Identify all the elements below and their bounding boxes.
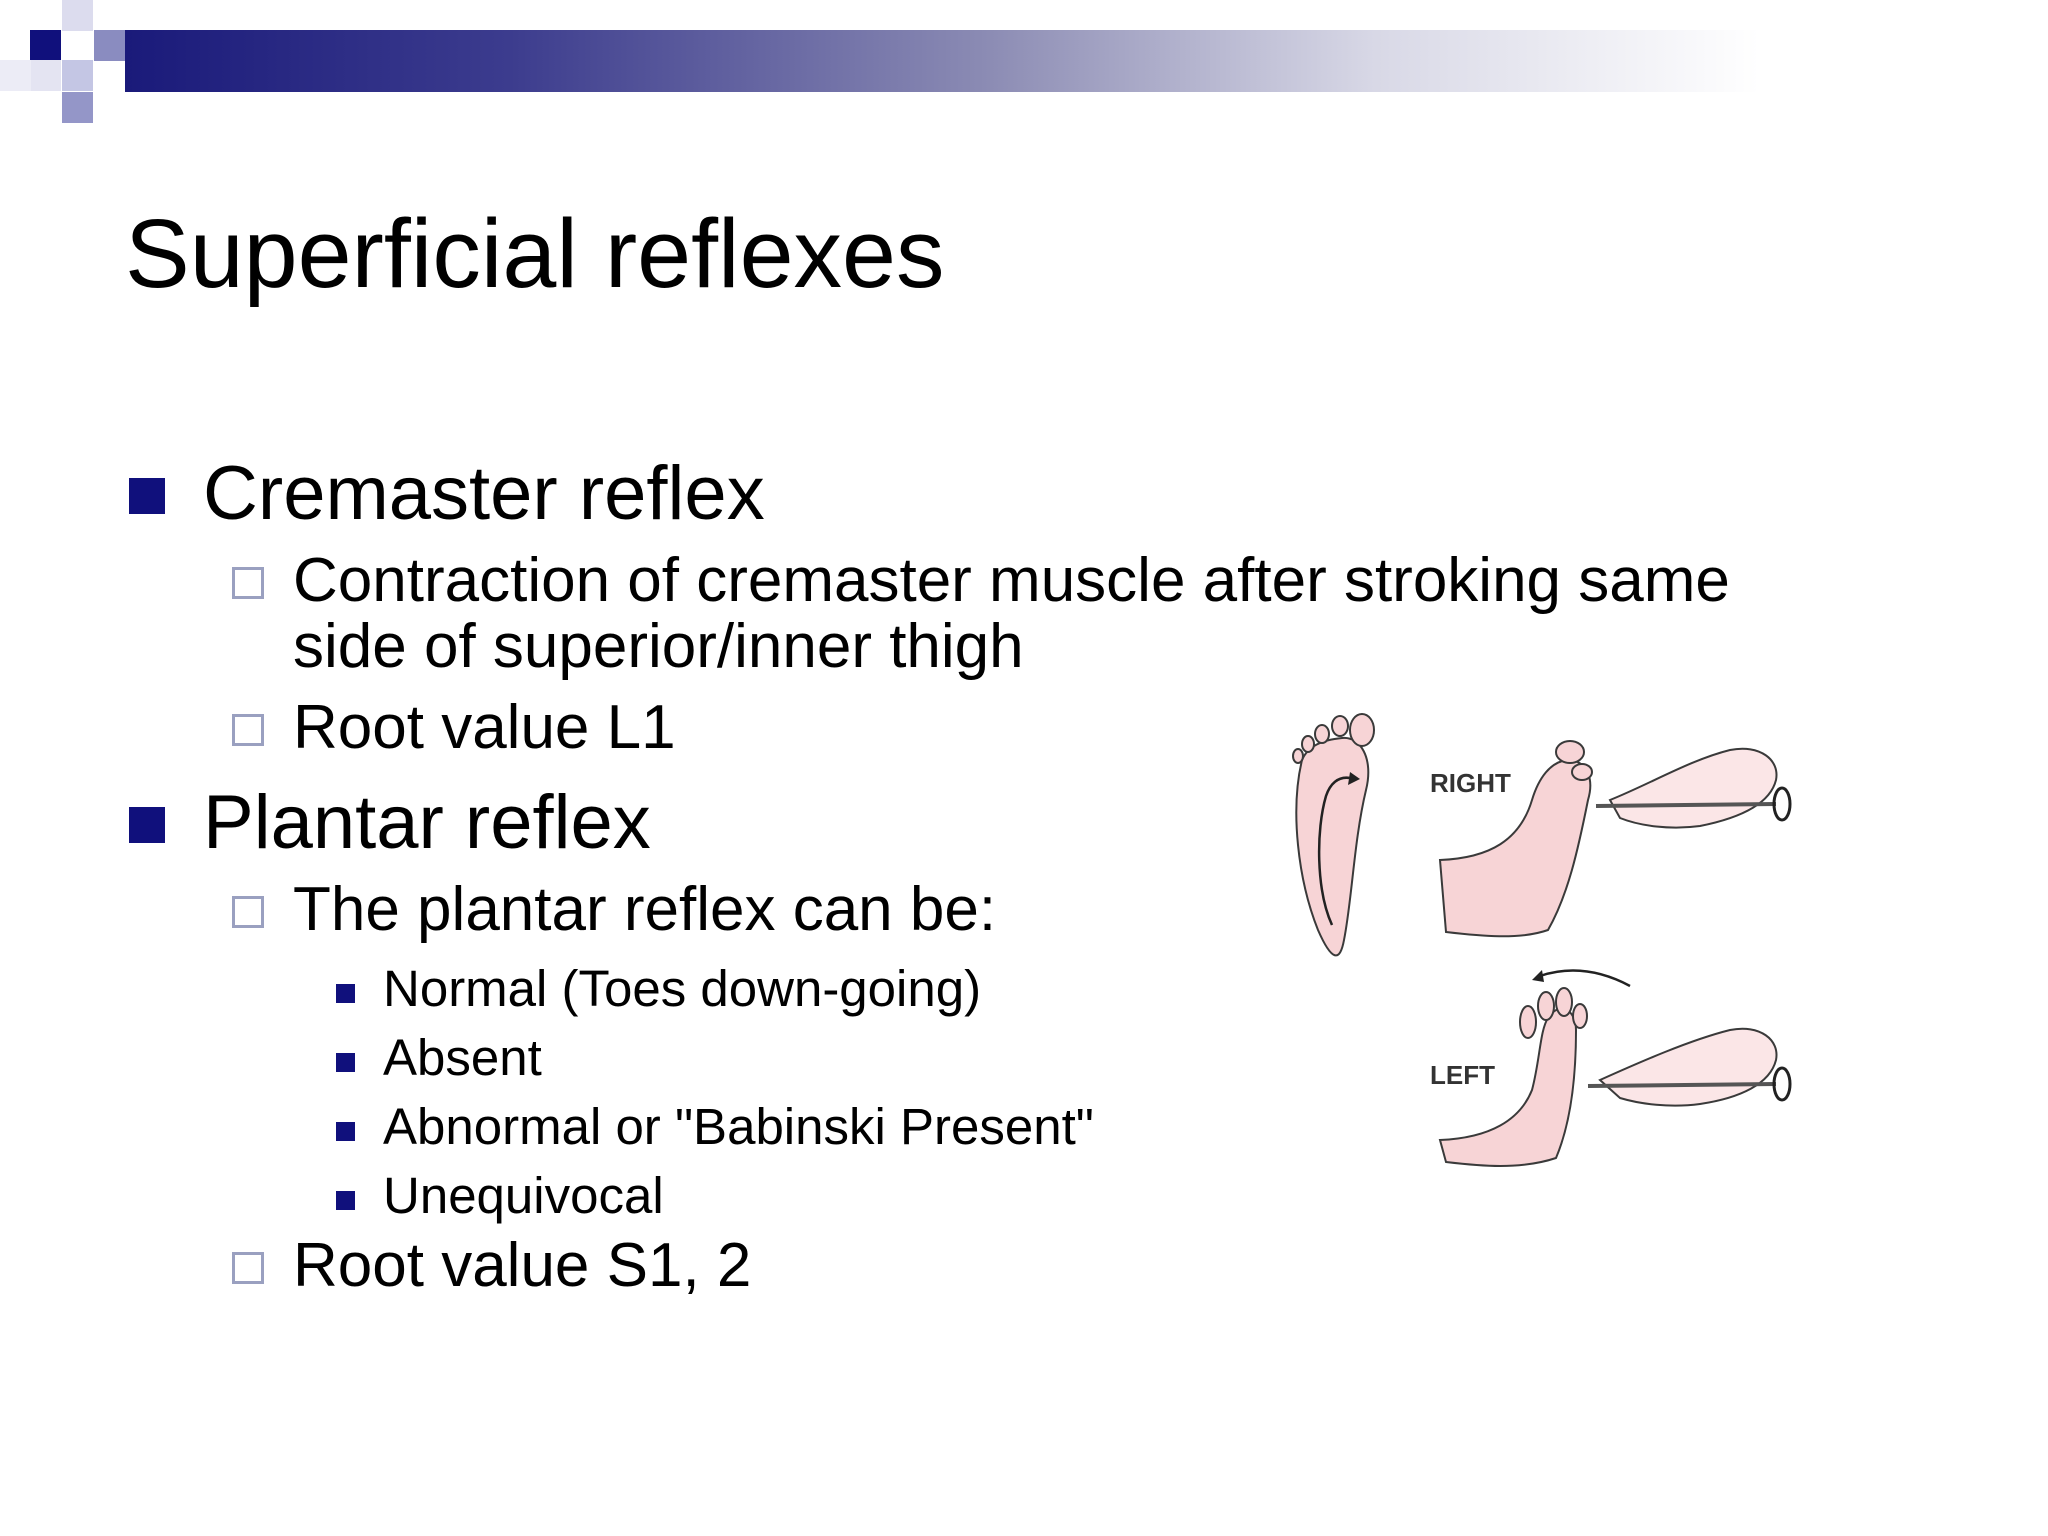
sub-bullet-plantar-can-be: The plantar reflex can be: (293, 875, 997, 944)
item-bullet-icon (336, 1053, 355, 1072)
header-square-corner (0, 60, 31, 91)
bullet-cremaster-reflex: Cremaster reflex (203, 451, 765, 536)
sub-bullet-box-icon (232, 714, 264, 746)
item-bullet-icon (336, 984, 355, 1003)
plantar-reflex-illustration: RIGHT LEFT (1292, 713, 1792, 1167)
item-unequivocal: Unequivocal (383, 1167, 664, 1224)
header-square-accent (62, 92, 93, 123)
header-square-mid (94, 30, 125, 61)
foot-sole-icon (1292, 713, 1375, 957)
item-bullet-icon (336, 1122, 355, 1141)
sub-bullet-plantar-root: Root value S1, 2 (293, 1231, 752, 1300)
sub-bullet-box-icon (232, 567, 264, 599)
header-square-light (62, 60, 93, 91)
sub-bullet-cremaster-root: Root value L1 (293, 693, 676, 762)
item-bullet-icon (336, 1191, 355, 1210)
sub-bullet-box-icon (232, 896, 264, 928)
left-foot-icon (1438, 969, 1792, 1167)
header-gradient-bar (125, 30, 2048, 92)
bullet-square-icon (129, 478, 165, 514)
sub-bullet-box-icon (232, 1252, 264, 1284)
bullet-square-icon (129, 807, 165, 843)
bullet-plantar-reflex: Plantar reflex (203, 780, 651, 865)
label-left: LEFT (1430, 1060, 1495, 1090)
item-absent: Absent (383, 1029, 542, 1086)
header-square-top (62, 0, 93, 31)
sub-bullet-cremaster-description-line1: Contraction of cremaster muscle after st… (293, 546, 1730, 615)
right-foot-icon (1438, 740, 1792, 938)
slide-title: Superficial reflexes (125, 199, 945, 308)
sub-bullet-cremaster-description-line2: side of superior/inner thigh (293, 612, 1024, 681)
header-square-faint (30, 60, 61, 91)
header-square-dark (30, 30, 61, 61)
item-normal: Normal (Toes down-going) (383, 960, 982, 1017)
label-right: RIGHT (1430, 768, 1511, 798)
item-abnormal: Abnormal or "Babinski Present" (383, 1098, 1094, 1155)
